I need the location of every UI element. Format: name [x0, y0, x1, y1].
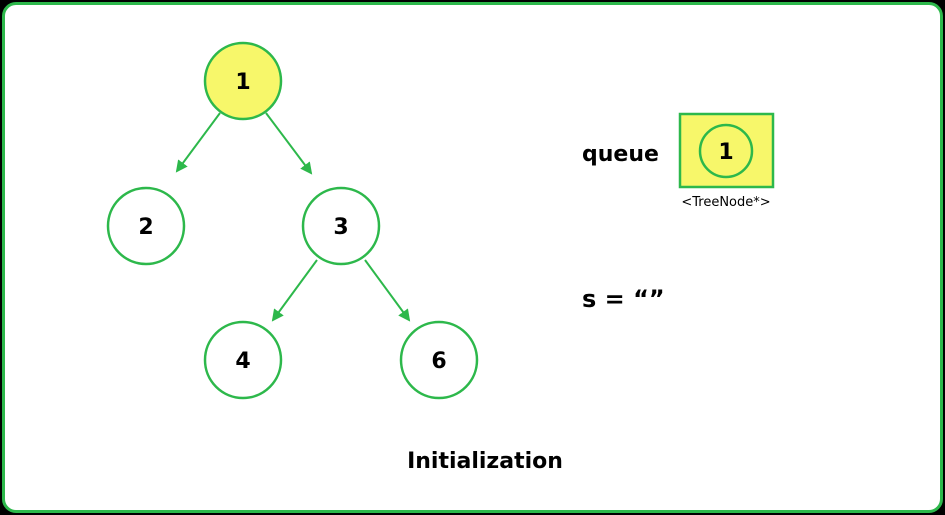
edge-1-3 — [265, 112, 313, 175]
queue-box: 1 — [678, 112, 775, 189]
edge-3-6 — [364, 259, 411, 322]
queue-item-1-label: 1 — [718, 140, 733, 165]
queue-item-1: 1 — [698, 123, 754, 179]
tree-node-4-label: 4 — [235, 349, 250, 374]
queue-label: queue — [582, 142, 659, 167]
tree-node-6: 6 — [399, 320, 479, 400]
tree-node-2-label: 2 — [138, 215, 153, 240]
tree-node-3-label: 3 — [333, 215, 348, 240]
edge-1-2 — [175, 112, 221, 173]
diagram-caption: Initialization — [407, 449, 563, 474]
tree-node-2: 2 — [106, 186, 186, 266]
string-variable: s = “” — [582, 285, 665, 313]
queue-type-label: <TreeNode*> — [681, 195, 770, 210]
tree-node-3: 3 — [301, 186, 381, 266]
edge-3-4 — [271, 259, 318, 322]
tree-node-1: 1 — [203, 41, 283, 121]
tree-node-6-label: 6 — [431, 349, 446, 374]
tree-node-1-label: 1 — [235, 70, 250, 95]
tree-node-4: 4 — [203, 320, 283, 400]
